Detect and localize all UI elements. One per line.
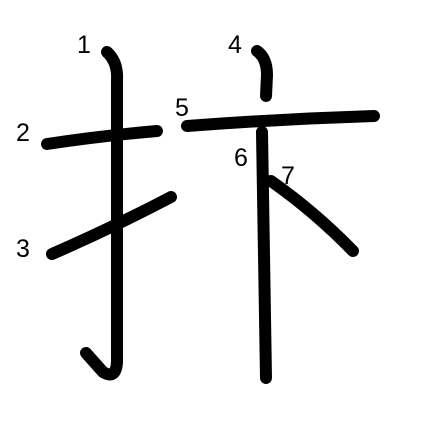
stroke-number-3: 3 xyxy=(16,235,30,263)
stroke-number-1: 1 xyxy=(77,31,91,59)
stroke-number-5: 5 xyxy=(175,94,189,122)
stroke-4 xyxy=(251,45,273,102)
stroke-number-2: 2 xyxy=(16,119,30,147)
stroke-number-6: 6 xyxy=(234,144,248,172)
stroke-7 xyxy=(265,175,359,257)
stroke-number-7: 7 xyxy=(281,162,295,190)
stroke-3 xyxy=(46,191,177,260)
stroke-2 xyxy=(41,125,163,150)
stroke-1 xyxy=(80,46,124,381)
stroke-5 xyxy=(181,110,380,132)
stroke-number-4: 4 xyxy=(228,31,242,59)
stroke-6 xyxy=(256,126,272,384)
